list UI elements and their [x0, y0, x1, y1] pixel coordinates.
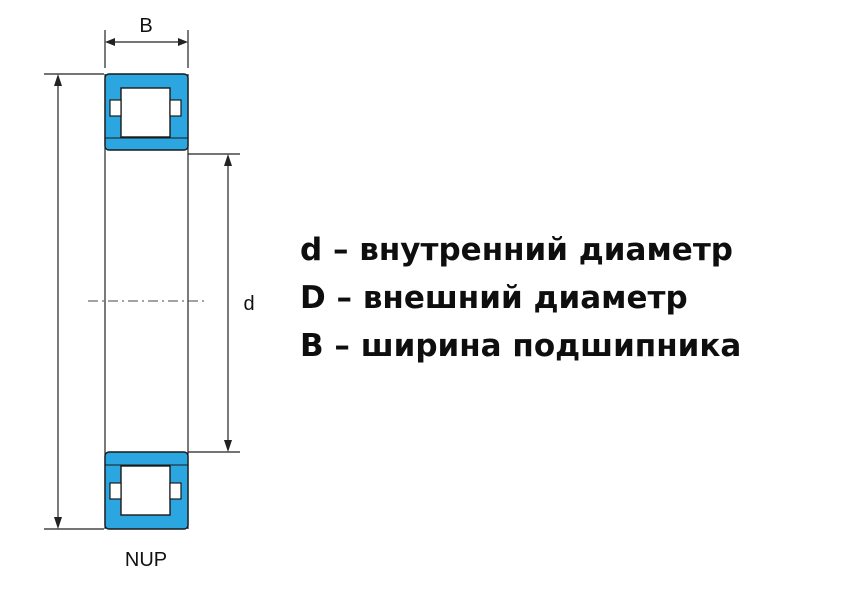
width-dimension: B — [104, 15, 189, 68]
legend-outer-diameter: D – внешний диаметр — [300, 280, 688, 316]
inner-diameter-dimension: d — [188, 153, 255, 453]
bottom-ring-section — [104, 451, 189, 530]
top-ring-section — [104, 73, 189, 151]
inner-diameter-label: d — [243, 293, 254, 315]
width-label: B — [139, 15, 152, 37]
outer-diameter-dimension — [44, 73, 104, 530]
bottom-roller — [120, 465, 171, 516]
legend-inner-diameter: d – внутренний диаметр — [300, 232, 733, 268]
legend-width: B – ширина подшипника — [300, 328, 742, 364]
top-roller — [120, 87, 171, 138]
dimension-legend: d – внутренний диаметр D – внешний диаме… — [300, 226, 741, 370]
bearing-type-label: NUP — [125, 549, 167, 571]
